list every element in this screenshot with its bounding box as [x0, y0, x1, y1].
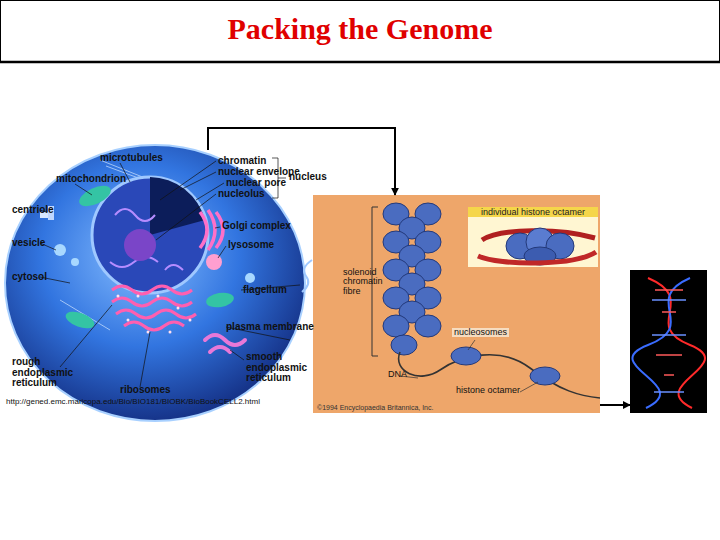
chromatin-panel: ©1994 Encyclopaedia Britannica, Inc. indi… [313, 195, 600, 413]
part-label: ribosomes [120, 385, 171, 396]
solenoid-fibre [383, 203, 441, 355]
part-label: cytosol [12, 272, 47, 283]
part-label: centriole [12, 205, 54, 216]
part-label: nuclear envelope [218, 167, 300, 178]
leader-line [468, 340, 475, 350]
node-text: individual histone octamer [468, 207, 598, 217]
node-text: ©1994 Encyclopaedia Britannica, Inc. [317, 404, 433, 411]
octamer-closeup [478, 228, 596, 265]
node-text: http://gened.emc.maricopa.edu/Bio/BIO181… [6, 397, 306, 406]
leader-line [520, 382, 538, 392]
part-label: vesicle [12, 238, 45, 249]
cell-panel: http://gened.emc.maricopa.edu/Bio/BIO181… [0, 150, 310, 420]
title-rule [0, 61, 720, 64]
part-label: mitochondrion [56, 174, 126, 185]
leader-line [400, 376, 418, 378]
part-label: nucleus [289, 172, 327, 183]
part-label: lysosome [228, 240, 274, 251]
nucleosome-beads [451, 347, 560, 385]
leader-lines [40, 158, 300, 387]
connector-arrow [208, 128, 395, 195]
cell-illustration [5, 145, 312, 421]
part-label: flagellum [243, 285, 287, 296]
slide-title: Packing the Genome [0, 12, 720, 46]
bracket [372, 207, 378, 356]
dna-strand [399, 352, 600, 398]
part-label: chromatin [218, 156, 266, 167]
connector-arrow [600, 404, 630, 406]
part-label: nuclear pore [226, 178, 286, 189]
title-frame [1, 1, 720, 63]
part-label: rough endoplasmic reticulum [12, 357, 76, 389]
dna-panel [630, 270, 707, 413]
inset-box: individual histone octamer [468, 207, 598, 267]
part-label: microtubules [100, 153, 163, 164]
part-label: nucleolus [218, 189, 265, 200]
dna-helix [632, 278, 705, 408]
part-label: plasma membrane [226, 322, 314, 333]
part-label: Golgi complex [222, 221, 291, 232]
part-label: smooth endoplasmic reticulum [246, 352, 312, 384]
